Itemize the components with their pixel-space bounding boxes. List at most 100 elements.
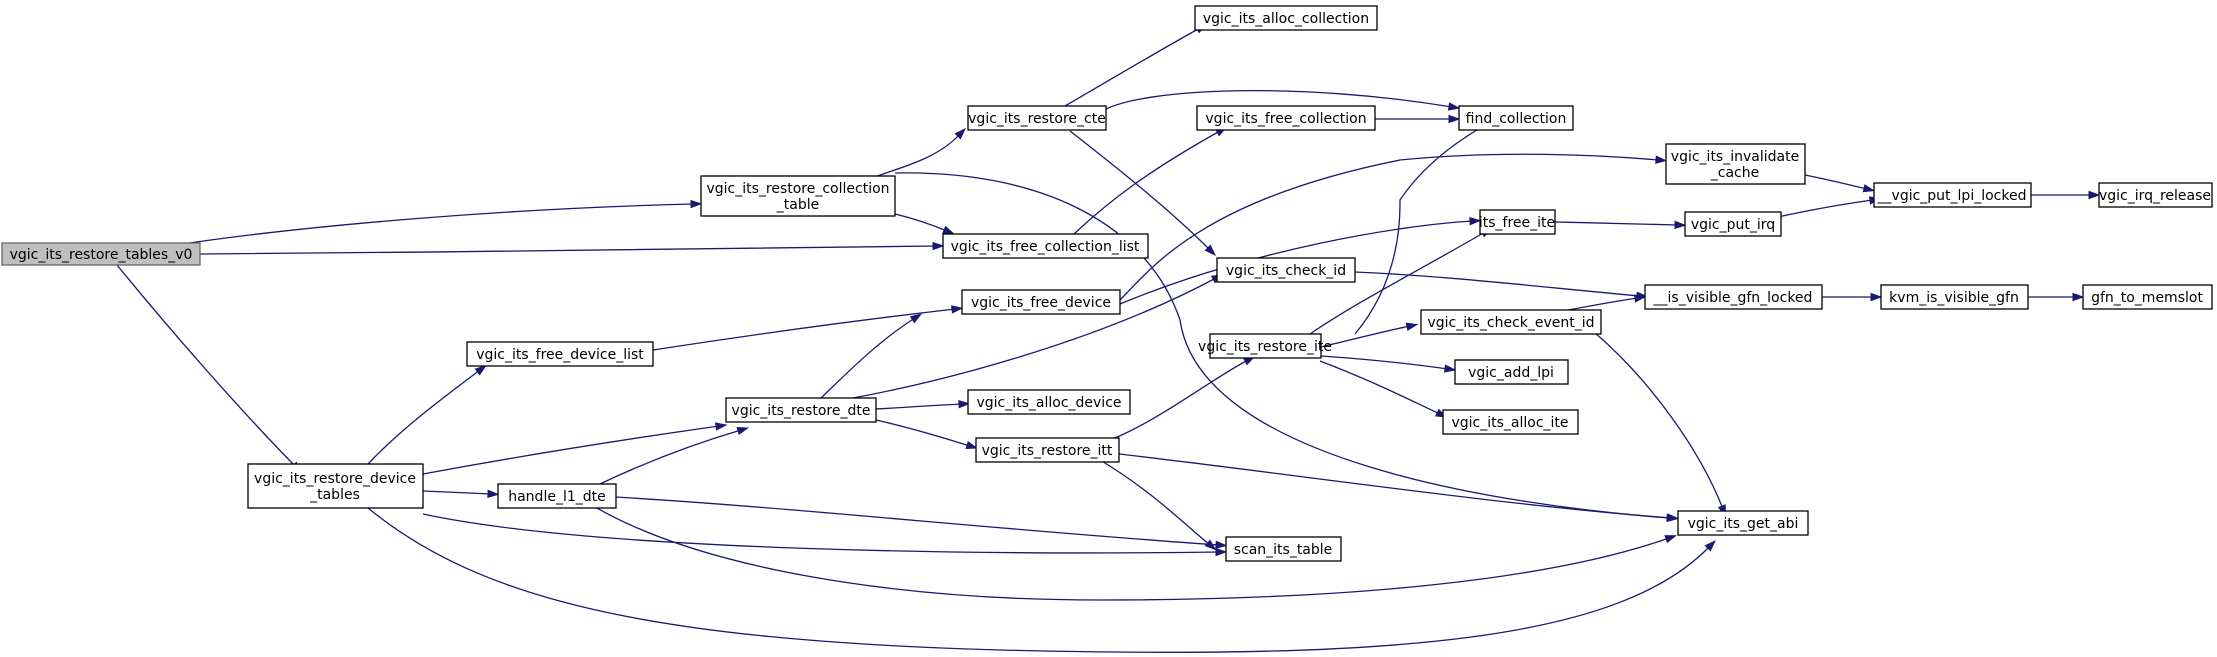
arrowhead [1674,220,1687,230]
node-vgic-its-free-device-list[interactable]: vgic_its_free_device_list [466,341,654,367]
arrowhead [1664,535,1678,544]
arrowhead [1870,292,1883,302]
node-vgic-its-restore-cte[interactable]: vgic_its_restore_cte [967,105,1107,131]
node-label: find_collection [1466,111,1567,127]
edge-free-device-to-invalidate-cache [1119,153,1660,301]
node-its-free-ite[interactable]: its_free_ite [1479,209,1556,235]
node-label: vgic_its_invalidate [1671,149,1799,165]
edge-restore-itt-to-scan-its-table [1099,459,1211,546]
arrowhead [1204,539,1217,551]
arrowhead [714,422,728,431]
arrowhead [942,225,955,235]
node-scan-its-table[interactable]: scan_its_table [1225,536,1342,562]
node-vgic-put-irq[interactable]: vgic_put_irq [1684,211,1782,237]
arrowhead [1655,155,1668,164]
node-vgic-its-restore-device-tables[interactable]: vgic_its_restore_device _tables [247,463,424,509]
node-label: __is_visible_gfn_locked [1653,290,1813,306]
arrowhead [1405,322,1419,331]
edge-free-device-to-its-free-ite [1119,220,1474,305]
node-vgic-its-get-abi[interactable]: vgic_its_get_abi [1677,510,1809,536]
edge-restore-collection-table-to-get-abi [894,172,1671,519]
node-label: vgic_its_free_collection [1205,111,1366,127]
arrowhead [1443,364,1457,373]
arrowhead [965,440,979,450]
edge-restore-device-tables-to-scan-its-table [422,513,1220,554]
arrowhead [1704,539,1716,552]
arrowhead [932,241,945,251]
edge-restore-itt-to-restore-ite [1109,359,1249,441]
node-vgic-its-invalidate-cache[interactable]: vgic_its_invalidate _cache [1665,143,1806,185]
node-label: vgic_irq_release [2099,188,2211,204]
edge-restore-device-tables-to-get-abi [367,507,1711,653]
node-vgic-its-check-id[interactable]: vgic_its_check_id [1216,257,1356,283]
arrowhead [1862,184,1876,193]
node-vgic-its-restore-collection-table[interactable]: vgic_its_restore_collection _table [700,175,896,217]
node-label: vgic_its_check_id [1226,263,1346,279]
node-find-collection[interactable]: find_collection [1458,105,1574,131]
arrowhead [951,305,964,314]
edge-free-device-list-to-free-device [652,308,956,351]
node-label: vgic_its_restore_collection [706,181,889,197]
arrowhead [2088,190,2101,200]
node-vgic-its-free-collection-list[interactable]: vgic_its_free_collection_list [942,233,1149,259]
edge-handle-l1-dte-to-get-abi [589,503,1670,601]
arrowhead [1204,244,1217,256]
edge-check-id-to-is-visible-gfn-locked [1354,271,1641,297]
edge-check-event-id-to-is-visible-gfn-locked [1562,297,1639,312]
edge-check-event-id-to-get-abi [1593,331,1724,510]
node-label: vgic_its_check_event_id [1427,315,1594,331]
edge-restore-collection-table-to-restore-cte [876,133,961,177]
edge-invalidate-cache-to-put-lpi-locked [1804,174,1868,190]
node-vgic-its-alloc-collection[interactable]: vgic_its_alloc_collection [1194,5,1378,31]
edge-restore-device-tables-to-free-device-list [367,369,481,465]
edge-restore-device-tables-to-restore-dte [422,425,720,475]
node-label: gfn_to_memslot [2091,290,2203,306]
node-vgic-its-alloc-ite[interactable]: vgic_its_alloc_ite [1442,409,1579,435]
node-label: handle_l1_dte [508,489,606,505]
arrowhead [1215,547,1228,557]
edge-restore-dte-to-check-id [852,277,1217,399]
node-vgic-its-alloc-device[interactable]: vgic_its_alloc_device [967,389,1131,415]
node-label: vgic_its_alloc_ite [1451,415,1568,431]
node-label: vgic_its_restore_ite [1198,339,1332,355]
node-handle-l1-dte[interactable]: handle_l1_dte [497,483,617,509]
node-vgic-add-lpi[interactable]: vgic_add_lpi [1454,359,1569,385]
edge-restore-ite-to-add-lpi [1320,355,1449,370]
node-label: vgic_its_free_device [971,295,1111,311]
edge-restore-dte-to-free-device [820,317,916,399]
edge-handle-l1-dte-to-restore-dte [599,429,742,485]
arrowhead [1447,102,1461,111]
node-gfn-to-memslot[interactable]: gfn_to_memslot [2082,284,2213,310]
edge-free-collection-list-to-free-collection [1073,130,1221,235]
node-vgic-its-free-device[interactable]: vgic_its_free_device [961,289,1121,315]
node-vgic-its-restore-dte[interactable]: vgic_its_restore_dte [725,397,877,423]
edge-restore-ite-to-its-free-ite [1309,231,1486,335]
node-vgic-its-check-event-id[interactable]: vgic_its_check_event_id [1420,309,1602,335]
node-vgic-its-restore-ite[interactable]: vgic_its_restore_ite [1198,333,1332,359]
node-vgic-put-lpi-locked[interactable]: __vgic_put_lpi_locked [1873,182,2032,208]
edge-restore-dte-to-alloc-device [875,403,963,410]
arrowhead [474,364,487,376]
node-vgic-irq-release[interactable]: vgic_irq_release [2098,182,2213,208]
node-vgic-its-restore-tables-v0[interactable]: vgic_its_restore_tables_v0 [1,242,201,266]
node-label: kvm_is_visible_gfn [1889,290,2019,306]
node-vgic-its-restore-itt[interactable]: vgic_its_restore_itt [975,437,1120,463]
node-kvm-is-visible-gfn[interactable]: kvm_is_visible_gfn [1880,284,2029,310]
edge-restore-device-tables-to-handle-l1-dte [422,490,492,495]
node-is-visible-gfn-locked[interactable]: __is_visible_gfn_locked [1644,284,1823,310]
edge-root-to-restore-device-tables [116,264,297,468]
arrowhead [1667,513,1680,522]
node-label: vgic_its_restore_cte [968,111,1106,127]
node-vgic-its-free-collection[interactable]: vgic_its_free_collection [1196,105,1376,131]
edge-handle-l1-dte-to-scan-its-table [615,496,1220,546]
node-label: vgic_its_get_abi [1688,516,1799,532]
edge-root-to-restore-collection-table [143,203,695,251]
edge-restore-ite-to-check-event-id [1320,325,1411,348]
node-label: vgic_put_irq [1691,217,1775,233]
edge-restore-cte-to-find-collection [1105,89,1453,110]
node-label: its_free_ite [1479,215,1555,231]
edges-layer [116,27,2092,653]
arrowhead [909,313,923,324]
edge-restore-ite-to-alloc-ite [1319,360,1441,415]
node-label: vgic_its_free_collection_list [951,239,1140,255]
